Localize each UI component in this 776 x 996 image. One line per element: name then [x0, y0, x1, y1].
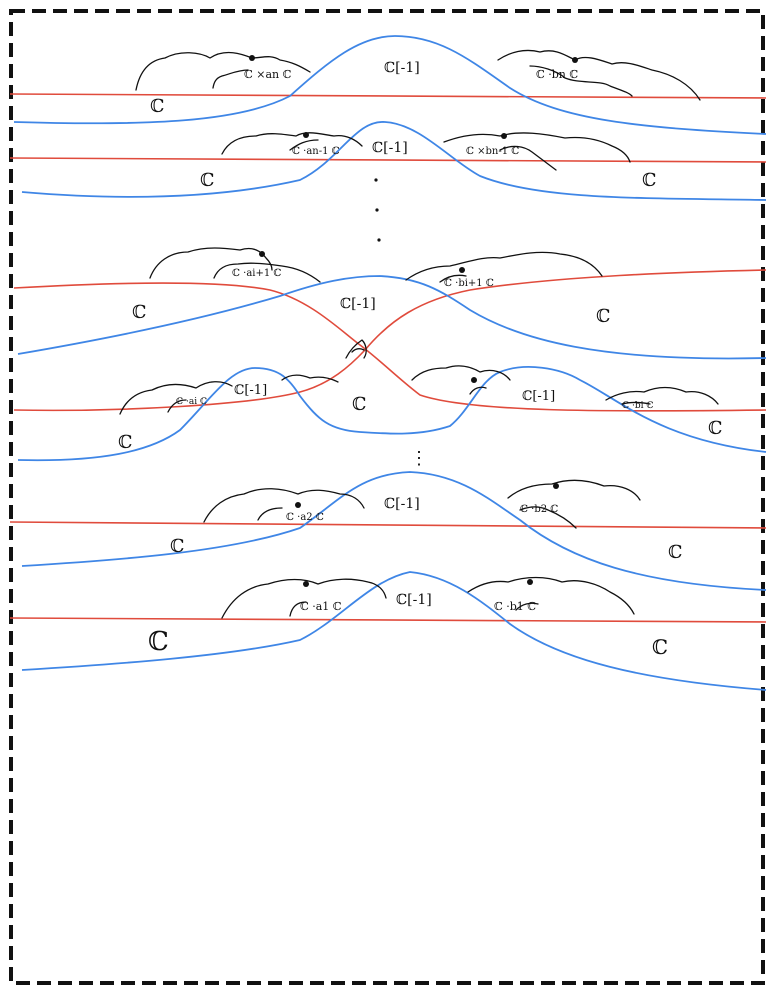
- band-3: ℂ ℂ[-1] ℂ ℂ ·ai+1 ℂ ℂ ·bi+1 ℂ: [13, 247, 767, 412]
- squiggle-right: [507, 479, 641, 529]
- crossing-doodle: [345, 339, 367, 359]
- band-2-region-right: ℂ: [642, 170, 656, 191]
- band-4-region-center: ℂ: [352, 394, 366, 415]
- red-line: [9, 617, 767, 623]
- squiggle-right: [605, 386, 719, 405]
- band-4-region-left: ℂ: [118, 432, 132, 453]
- band-1-map-right: ℂ ·bn ℂ: [536, 68, 578, 81]
- band-5-region-left: ℂ: [170, 536, 184, 557]
- blue-curve: [21, 471, 767, 591]
- vertical-ellipsis-1: [374, 178, 381, 242]
- band-6-junction-left: [303, 581, 309, 587]
- squiggle-right: [467, 576, 635, 615]
- band-3-region-center: ℂ[-1]: [340, 296, 376, 312]
- band-4-map-right: ℂ ·bi ℂ: [622, 401, 654, 411]
- band-3-map-left: ℂ ·ai+1 ℂ: [232, 268, 281, 279]
- squiggle-right: [443, 132, 631, 171]
- band-3-region-right: ℂ: [596, 306, 610, 327]
- squiggle-mid: [411, 365, 511, 395]
- band-5-junction-left: [295, 502, 301, 508]
- band-1-region-left: ℂ: [150, 96, 164, 117]
- squiggle-right: [405, 251, 603, 283]
- band-6-region-left: ℂ: [148, 627, 169, 657]
- band-3-junction-left: [259, 251, 265, 257]
- band-5-map-right: ℂ ·b2 ℂ: [520, 504, 558, 515]
- band-4-region-right: ℂ: [708, 418, 722, 439]
- blue-curve: [13, 35, 767, 135]
- band-5-junction-right: [553, 483, 559, 489]
- band-2-junction-left: [303, 132, 309, 138]
- squiggle-right: [497, 49, 701, 101]
- band-1-junction-right: [572, 57, 578, 63]
- band-4-junction: [471, 377, 477, 383]
- band-4-region-center-left: ℂ[-1]: [234, 383, 267, 398]
- squiggle-left: [135, 51, 311, 91]
- vertical-ellipsis-2: ⋮: [410, 448, 428, 469]
- band-1-junction-left: [249, 55, 255, 61]
- band-6-map-left: ℂ ·a1 ℂ: [300, 600, 342, 613]
- red-line-crossing-up: [13, 269, 767, 412]
- band-6-region-center: ℂ[-1]: [396, 592, 432, 608]
- red-line-crossing-down: [13, 282, 767, 412]
- ellipsis-dot: [374, 178, 378, 182]
- squiggle-left: [149, 247, 321, 283]
- band-5-region-right: ℂ: [668, 542, 682, 563]
- band-4-region-center-right: ℂ[-1]: [522, 389, 555, 404]
- band-2-region-center: ℂ[-1]: [372, 140, 408, 156]
- band-2-map-right: ℂ ×bn-1 ℂ: [466, 146, 519, 157]
- ellipsis-dot: [375, 208, 379, 212]
- blue-curve: [21, 121, 767, 201]
- band-4: ℂ ℂ[-1] ℂ ℂ[-1] ℂ ℂ ·ai ℂ ℂ ·bi ℂ: [17, 365, 767, 462]
- band-1: ℂ ℂ[-1] ℂ ×an ℂ ℂ ·bn ℂ: [9, 35, 767, 135]
- blue-curve: [21, 571, 767, 691]
- band-6-map-right: ℂ ·b1 ℂ: [494, 600, 536, 613]
- band-2-junction-right: [501, 133, 507, 139]
- band-4-map-left: ℂ ·ai ℂ: [176, 397, 207, 407]
- red-line: [9, 157, 767, 163]
- squiggle-left: [221, 132, 363, 155]
- squiggle-left: [119, 374, 339, 415]
- band-1-region-center: ℂ[-1]: [384, 60, 420, 76]
- band-2: ℂ ℂ[-1] ℂ ℂ ·an-1 ℂ ℂ ×bn-1 ℂ: [9, 121, 767, 201]
- band-2-map-left: ℂ ·an-1 ℂ: [292, 146, 340, 157]
- blue-curve: [17, 275, 767, 360]
- squiggle-left: [221, 578, 387, 619]
- band-3-map-right: ℂ ·bi+1 ℂ: [444, 278, 494, 289]
- band-5-region-center: ℂ[-1]: [384, 496, 420, 512]
- band-3-region-left: ℂ: [132, 302, 146, 323]
- band-6-region-right: ℂ: [652, 635, 668, 659]
- band-3-junction-right: [459, 267, 465, 273]
- band-5-map-left: ℂ ·a2 ℂ: [286, 512, 324, 523]
- red-line: [9, 521, 767, 529]
- band-5: ℂ ℂ[-1] ℂ ℂ ·a2 ℂ ℂ ·b2 ℂ: [9, 471, 767, 591]
- band-6-junction-right: [527, 579, 533, 585]
- squiggle-left: [203, 488, 365, 523]
- ellipsis-dot: [377, 238, 381, 242]
- band-6: ℂ ℂ[-1] ℂ ℂ ·a1 ℂ ℂ ·b1 ℂ: [9, 571, 767, 691]
- blue-curve: [17, 366, 767, 462]
- band-2-region-left: ℂ: [200, 170, 214, 191]
- red-line: [9, 93, 767, 99]
- dashed-frame: [9, 9, 765, 985]
- band-1-map-left: ℂ ×an ℂ: [244, 68, 292, 81]
